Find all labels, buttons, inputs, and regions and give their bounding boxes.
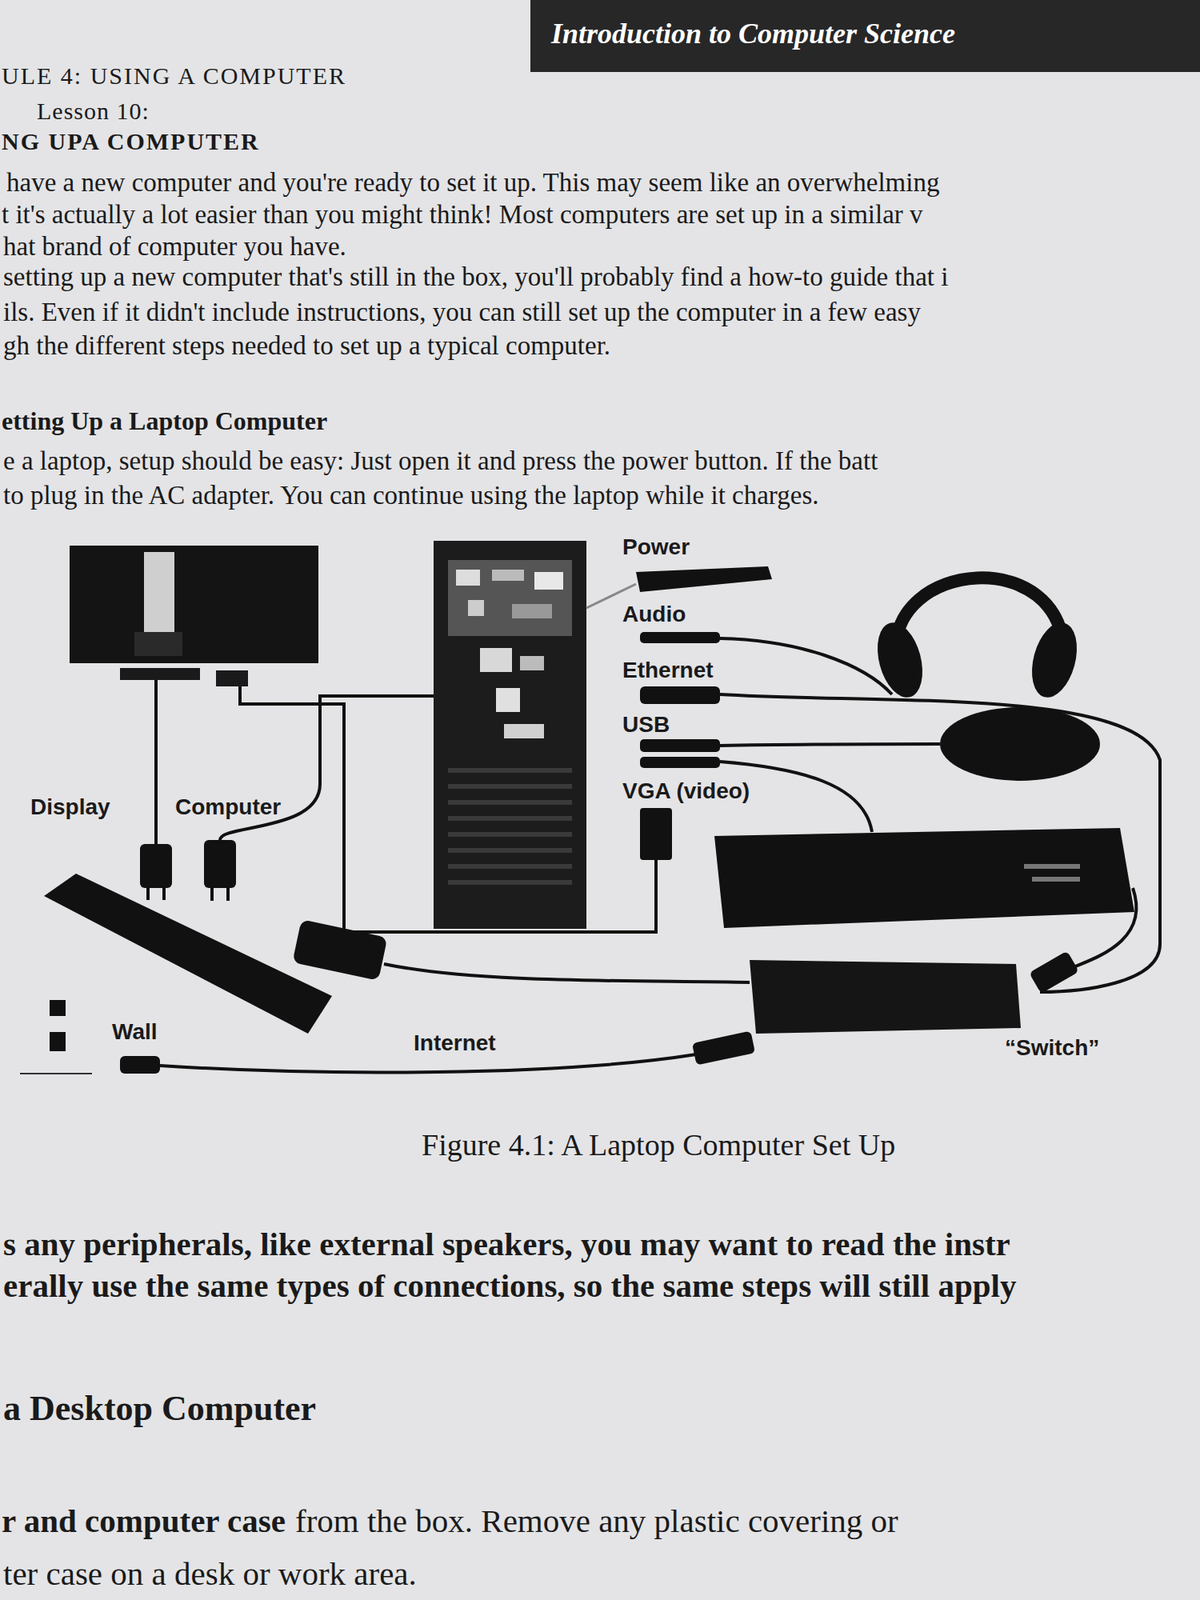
illustration-part: [433, 540, 587, 929]
module-heading: ULE 4: USING A COMPUTER: [1, 62, 347, 91]
body-text: ils. Even if it didn't include instructi…: [3, 297, 921, 328]
body-text: erally use the same types of connections…: [3, 1267, 1016, 1305]
wall-outlet: [20, 1000, 92, 1074]
illustration-part: [160, 1054, 696, 1072]
body-text: to plug in the AC adapter. You can conti…: [3, 480, 820, 512]
header-text: Introduction to Computer Science: [530, 0, 1200, 72]
header-band: Introduction to Computer Science: [530, 0, 1200, 72]
figure-caption: Figure 4.1: A Laptop Computer Set Up: [421, 1128, 896, 1164]
illustration-part: [492, 569, 524, 581]
cables: [156, 584, 1160, 1072]
body-text: t it's actually a lot easier than you mi…: [1, 200, 924, 231]
illustration-part: [720, 694, 1160, 992]
illustration-part: [504, 724, 544, 739]
illustration-part: [1024, 864, 1080, 869]
plug-label: Display: [30, 794, 111, 820]
headphones: [869, 577, 1084, 703]
illustration-part: [512, 604, 552, 619]
illustration-part: [640, 686, 720, 704]
illustration-part: [226, 888, 230, 901]
illustration-part: [162, 888, 166, 900]
illustration-part: [520, 656, 544, 671]
illustration-part: [210, 888, 214, 901]
illustration-part: [216, 670, 248, 687]
illustration-part: [496, 688, 520, 712]
illustration-part: [448, 880, 572, 885]
illustration-part: [448, 784, 572, 789]
body-text: ter case on a desk or work area.: [3, 1555, 417, 1593]
illustration-part: [134, 632, 183, 656]
illustration-part: [534, 572, 564, 590]
plugs: [120, 566, 1080, 1074]
illustration-part: [480, 648, 512, 672]
port-label: USB: [622, 712, 670, 738]
mouse: [940, 707, 1100, 781]
illustration-part: [1068, 888, 1136, 970]
cable-label: Internet: [413, 1030, 496, 1056]
illustration-part: [448, 768, 572, 885]
illustration-part: [69, 545, 319, 664]
illustration-part: [636, 566, 772, 592]
body-text: hat brand of computer you have.: [3, 232, 347, 263]
illustration-part: [448, 768, 572, 773]
body-text: gh the different steps needed to set up …: [3, 331, 611, 362]
illustration-part: [869, 617, 930, 703]
illustration-part: [292, 919, 388, 981]
illustration-part: [640, 739, 720, 752]
body-text: e a laptop, setup should be easy: Just o…: [3, 446, 878, 477]
illustration-part: [448, 848, 572, 853]
illustration-part: [154, 680, 158, 844]
illustration-part: [204, 840, 236, 888]
illustration-part: [1024, 617, 1084, 703]
illustration-part: [384, 964, 750, 983]
network-switch: [749, 960, 1021, 1034]
port-label: Power: [622, 534, 690, 560]
lesson-title: NG UPA COMPUTER: [1, 128, 260, 156]
illustration-part: [720, 638, 892, 695]
illustration-part: [720, 744, 940, 746]
tower-case: [433, 540, 587, 929]
illustration-part: [120, 1056, 160, 1074]
illustration-part: [640, 756, 720, 768]
body-text: from the box. Remove any plastic coverin…: [295, 1502, 899, 1540]
illustration-part: [448, 832, 572, 837]
monitor: [69, 545, 319, 687]
illustration-part: [640, 808, 672, 860]
illustration-part: [640, 632, 720, 644]
illustration-part: [714, 828, 1135, 928]
section-heading: etting Up a Laptop Computer: [1, 406, 328, 436]
illustration-part: [144, 552, 175, 640]
body-text: setting up a new computer that's still i…: [3, 262, 948, 293]
section-heading: a Desktop Computer: [3, 1388, 316, 1430]
illustration-part: [448, 800, 572, 805]
illustration-part: [146, 888, 150, 900]
illustration-part: [692, 1031, 756, 1066]
illustration-part: [20, 1072, 92, 1075]
illustration-part: [448, 816, 572, 821]
body-text: s any peripherals, like external speaker…: [3, 1225, 1011, 1264]
device-label: “Switch”: [1004, 1035, 1100, 1061]
illustration-part: [49, 1000, 66, 1016]
port-label: Ethernet: [622, 657, 714, 684]
body-text-bold: r and computer case: [1, 1502, 286, 1540]
port-label: Audio: [622, 601, 686, 628]
illustration-part: [240, 686, 656, 932]
illustration-part: [120, 668, 200, 680]
illustration-part: [140, 844, 172, 888]
illustration-part: [448, 560, 572, 636]
plug-label: Computer: [175, 794, 281, 820]
illustration-part: [456, 569, 480, 586]
illustration-part: [49, 1032, 66, 1052]
illustration-part: [448, 864, 572, 869]
body-text: have a new computer and you're ready to …: [6, 168, 940, 199]
illustration-part: [468, 600, 484, 616]
illustration-part: [1032, 876, 1080, 882]
lesson-heading: Lesson 10:: [36, 97, 150, 126]
wall-label: Wall: [112, 1019, 158, 1045]
power-strip: [44, 873, 332, 1034]
port-label: VGA (video): [622, 778, 750, 804]
keyboard: [714, 828, 1135, 928]
illustration-part: [1028, 951, 1080, 994]
